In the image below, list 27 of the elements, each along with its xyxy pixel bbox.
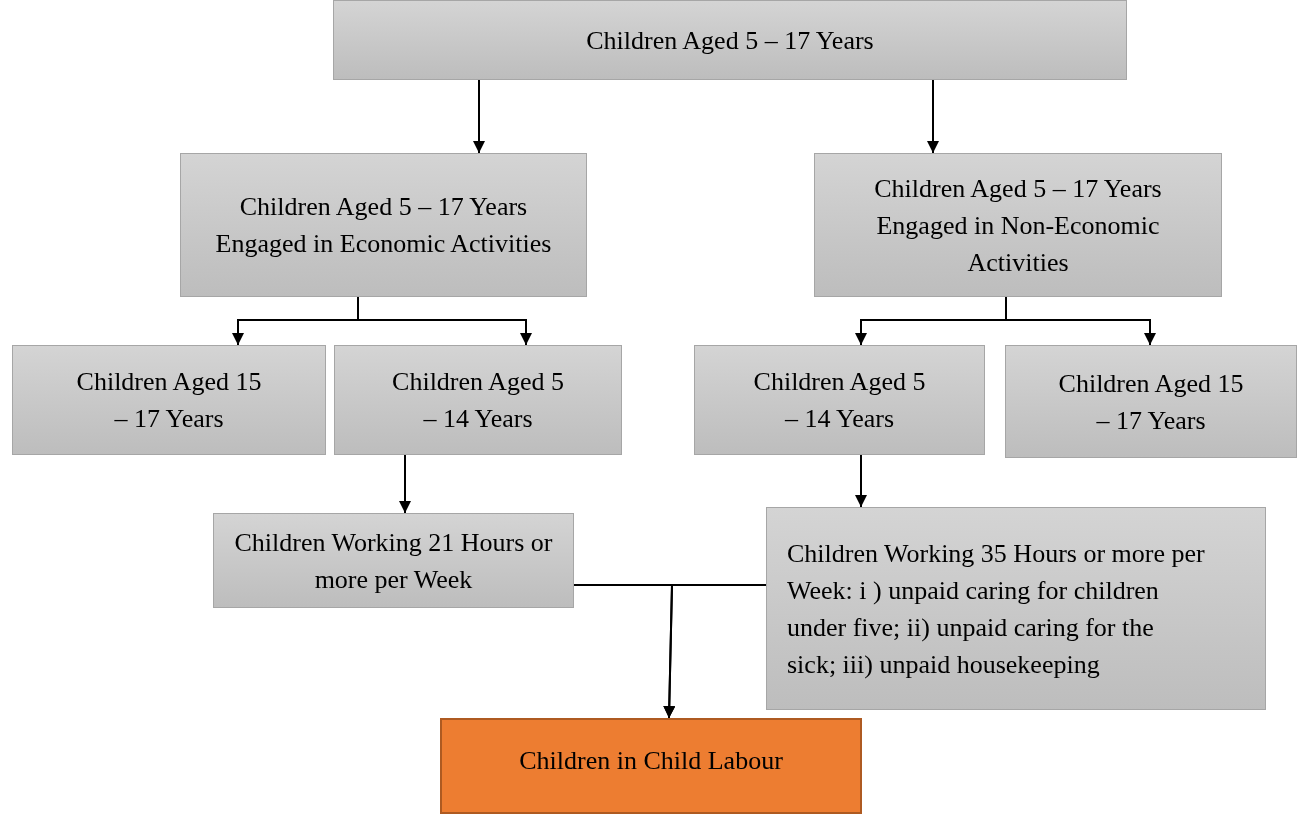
box-label: Children Aged 15 – 17 Years <box>1058 367 1244 437</box>
arrow <box>1005 296 1156 346</box>
box-label: Children in Child Labour <box>519 745 783 777</box>
result-box <box>440 718 862 814</box>
box-label: Children Aged 5 – 17 Years Engaged in Economic Activities <box>214 191 553 260</box>
arrow <box>663 584 767 719</box>
box-label: Children Aged 5 – 14 Years <box>391 366 565 435</box>
arrow <box>473 79 485 154</box>
category-box <box>334 345 622 455</box>
arrow <box>399 454 411 514</box>
category-box <box>213 513 574 608</box>
box-label: Children Working 35 Hours or more per Week: i ) unpaid caring for children under five; ii) unpaid caring for the sick; iii) unpaid housekeeping <box>787 537 1206 681</box>
category-box <box>814 153 1222 297</box>
category-box <box>694 345 985 455</box>
category-box <box>333 0 1127 80</box>
category-box <box>12 345 326 455</box>
arrow <box>357 296 532 346</box>
box-label: Children Working 21 Hours or more per Week <box>233 526 554 596</box>
arrow <box>927 79 939 154</box>
category-box <box>1005 345 1297 458</box>
box-label: Children Aged 5 – 14 Years <box>752 366 927 435</box>
arrow <box>855 454 867 508</box>
box-label: Children Aged 5 – 17 Years <box>586 24 874 57</box>
category-box <box>766 507 1266 710</box>
category-box <box>180 153 587 297</box>
box-label: Children Aged 15 – 17 Years <box>76 366 262 435</box>
box-label: Children Aged 5 – 17 Years Engaged in Non-Economic Activities <box>873 172 1163 279</box>
